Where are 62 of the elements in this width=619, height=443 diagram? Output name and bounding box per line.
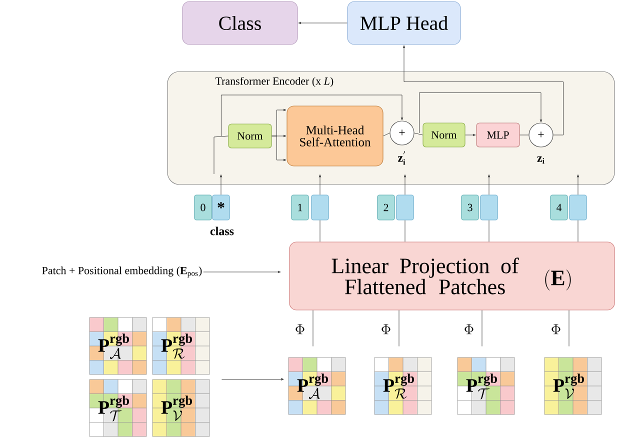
head-box: MLP Head (347, 1, 461, 45)
token-box (480, 194, 498, 220)
arrow (402, 45, 564, 136)
arrow (272, 136, 286, 162)
connector-line (488, 220, 490, 242)
node-label: $\mathbf{P}^{\mathbf{rgb}}_{\mathcal{R}}$ (383, 374, 414, 399)
attention-box: Multi-Head Self-Attention (286, 106, 384, 166)
connector-line (398, 310, 400, 347)
arrow (221, 378, 284, 380)
token-box: * (212, 194, 230, 220)
class-label: class (210, 226, 234, 236)
patch-grid-drawing: $\mathbf{P}^{\mathbf{rgb}}_{\mathcal{R}}$ (374, 357, 432, 415)
token-box: 2 (377, 194, 395, 220)
arrow (576, 174, 580, 195)
patch-grid-drawing: $\mathbf{P}^{\mathbf{rgb}}_{\mathcal{A}}$ (288, 357, 346, 415)
arrow (220, 94, 404, 136)
arrow (404, 174, 406, 195)
patch-grid-drawing: $\mathbf{P}^{\mathbf{rgb}}_{\mathcal{A}}$ (89, 317, 147, 375)
patch-grid-drawing: $\mathbf{P}^{\mathbf{rgb}}_{\mathcal{R}}$ (152, 317, 210, 375)
patch-grid-drawing: $\mathbf{P}^{\mathbf{rgb}}_{\mathcal{V}}$ (544, 357, 602, 415)
arrow (203, 270, 281, 274)
patch-grid-drawing: $\mathbf{P}^{\mathbf{rgb}}_{\mathcal{T}}$ (457, 357, 515, 415)
projection-box: Linear Projection of Flattened Patches $(\mathbf{E})$ (289, 242, 615, 310)
input-label: Patch + Positional embedding (E$_{pos}$) (42, 266, 202, 278)
connector-line (568, 310, 570, 347)
token-box: 4 (550, 194, 568, 220)
token-box (396, 194, 414, 220)
arrow (488, 174, 490, 195)
norm-box: Norm (228, 124, 272, 148)
arrow (220, 174, 222, 195)
node-label: $\mathbf{P}^{\mathbf{rgb}}_{\mathcal{R}}$ (161, 334, 192, 359)
symbol-label: $\mathbf{z}_{\mathbf{i}}$ (537, 156, 544, 164)
node-label: $\mathbf{P}^{\mathbf{rgb}}_{\mathcal{T}}$ (466, 374, 497, 400)
node-label: $\mathbf{P}^{\mathbf{rgb}}_{\mathcal{A}}$ (98, 334, 129, 360)
symbol-label: $\mathbf{z}^{'}_{\mathbf{i}}$ (398, 151, 406, 165)
connector-line (312, 310, 314, 347)
token-box (311, 194, 329, 220)
arrow (419, 92, 542, 134)
node-label: $\mathbf{P}^{\mathbf{rgb}}_{\mathcal{T}}$ (98, 396, 129, 422)
token-box: 3 (461, 194, 479, 220)
patch-grid-drawing: $\mathbf{P}^{\mathbf{rgb}}_{\mathcal{V}}$ (152, 379, 210, 437)
output-box: Class (182, 1, 298, 45)
edge-label: $\Phi$ (464, 324, 474, 334)
edge-label: $\Phi$ (552, 324, 560, 334)
node-label: $\mathbf{P}^{\mathbf{rgb}}_{\mathcal{V}}$ (161, 396, 192, 422)
token-box: 0 (194, 194, 212, 220)
edge-label: $\Phi$ (296, 324, 304, 334)
connector-line (520, 134, 529, 136)
connector-line (383, 132, 390, 136)
token-box (569, 194, 587, 220)
arrow (318, 174, 322, 195)
norm-box: Norm (422, 122, 466, 148)
connector-line (404, 220, 406, 242)
arrow (298, 22, 348, 24)
mlp-box: MLP (476, 122, 520, 148)
patch-grid-drawing: $\mathbf{P}^{\mathbf{rgb}}_{\mathcal{T}}$ (89, 379, 147, 437)
arrow (465, 134, 476, 136)
node-label: $\mathbf{P}^{\mathbf{rgb}}_{\mathcal{A}}$ (297, 374, 328, 400)
edge-label: $\Phi$ (382, 324, 390, 334)
connector-line (414, 132, 423, 136)
node-label: $\mathbf{P}^{\mathbf{rgb}}_{\mathcal{V}}$ (553, 374, 584, 400)
token-box: 1 (291, 194, 309, 220)
